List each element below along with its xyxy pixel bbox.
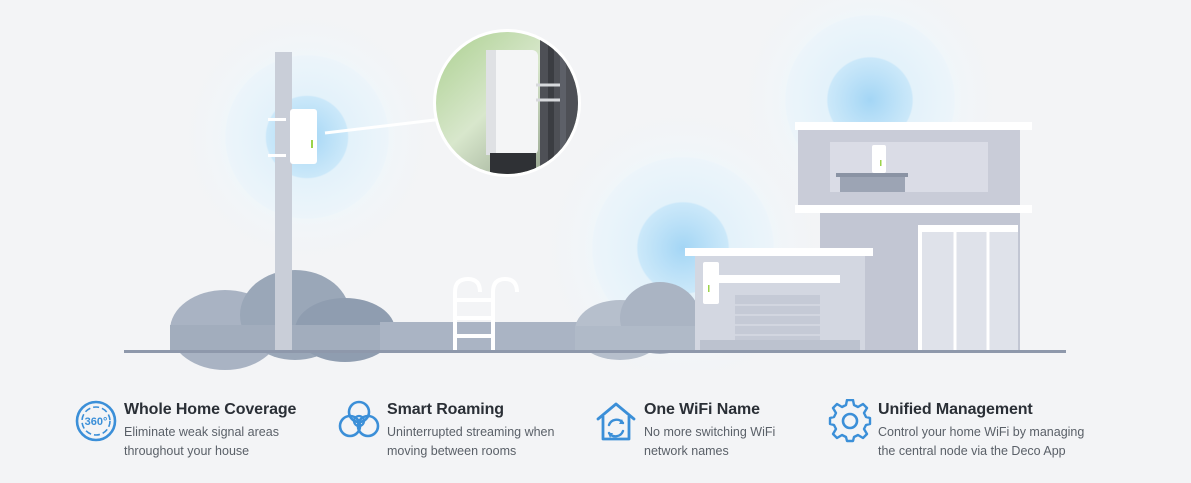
- feature-unified-management: Unified Management Control your home WiF…: [828, 395, 1084, 461]
- feature-smart-roaming: Smart Roaming Uninterrupted streaming wh…: [337, 395, 554, 461]
- feature-title: Unified Management: [878, 401, 1033, 418]
- feature-description: Uninterrupted streaming when moving betw…: [387, 425, 555, 458]
- feature-title: One WiFi Name: [644, 401, 760, 418]
- feature-list: 360° Whole Home Coverage Eliminate weak …: [0, 395, 1191, 475]
- feature-description: Eliminate weak signal areas throughout y…: [124, 425, 279, 458]
- pole-device: [268, 109, 317, 164]
- home-wifi-icon: [596, 402, 636, 441]
- zoom-connector: [324, 117, 444, 135]
- 360-coverage-icon: 360°: [75, 400, 117, 442]
- pole: [275, 52, 292, 352]
- feature-description: Control your home WiFi by managing the c…: [878, 425, 1085, 458]
- ground-line: [124, 350, 1066, 353]
- svg-text:360°: 360°: [85, 416, 108, 428]
- pool-ladder: [453, 276, 519, 352]
- feature-description: No more switching WiFi network names: [644, 425, 776, 458]
- feature-one-wifi-name: One WiFi Name No more switching WiFi net…: [594, 395, 775, 461]
- gear-icon: [828, 399, 872, 443]
- bushes-middle: [575, 282, 705, 360]
- house: [685, 122, 1032, 352]
- outdoor-mesh-illustration: [124, 0, 1066, 370]
- roaming-circles-icon: [338, 400, 380, 438]
- feature-title: Smart Roaming: [387, 401, 504, 418]
- feature-title: Whole Home Coverage: [124, 401, 297, 418]
- feature-whole-home-coverage: 360° Whole Home Coverage Eliminate weak …: [74, 395, 296, 461]
